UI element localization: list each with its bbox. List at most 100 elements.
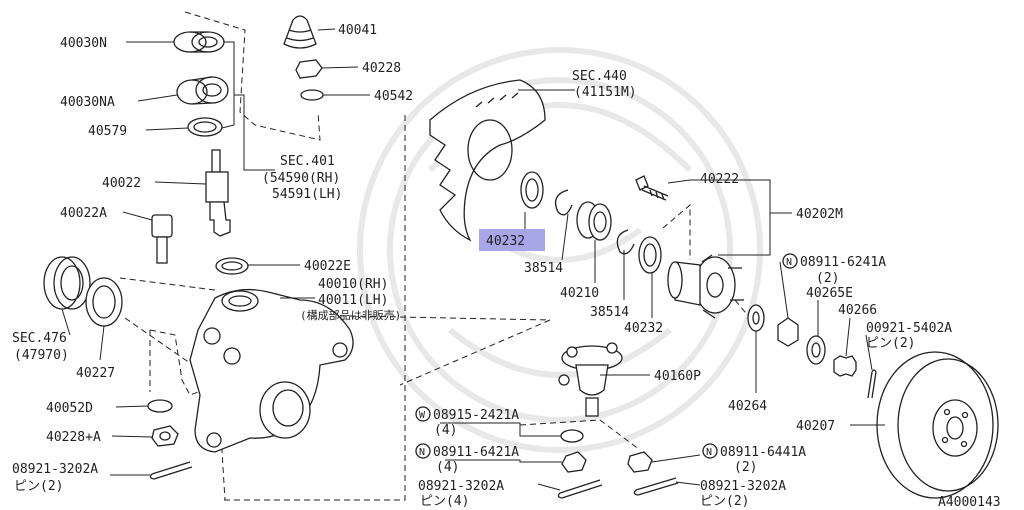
label-pin2-left: ピン(2) <box>14 479 63 494</box>
ball-joint-40160P <box>558 342 623 417</box>
seal-40232-a <box>520 171 544 209</box>
seal-40579 <box>187 117 223 137</box>
label-qty2-a: (2) <box>816 271 839 286</box>
label-40265E[interactable]: 40265E <box>806 286 853 301</box>
label-sec401-lh: 54591(LH) <box>272 187 342 202</box>
snap-ring-38514-a <box>554 189 573 216</box>
mark-n-circle-1 <box>782 253 798 269</box>
label-40579[interactable]: 40579 <box>88 124 127 139</box>
nut-cap-40266 <box>833 355 857 377</box>
label-40232-b[interactable]: 40232 <box>624 321 663 336</box>
label-40266[interactable]: 40266 <box>838 303 877 318</box>
mark-n-circle-3 <box>702 443 718 459</box>
mark-w-circle <box>415 406 431 422</box>
nut-08911-6441A <box>627 451 653 473</box>
mark-w: W <box>419 410 426 421</box>
knuckle-40010 <box>189 288 354 453</box>
label-40052D[interactable]: 40052D <box>46 401 93 416</box>
diagram-code: A4000143 <box>938 495 1001 510</box>
seal-40232-b <box>638 236 662 274</box>
label-sec440[interactable]: SEC.440 <box>572 69 627 84</box>
label-40228A[interactable]: 40228+A <box>46 430 101 445</box>
label-38514-b[interactable]: 38514 <box>590 305 629 320</box>
mark-n-2: N <box>419 447 425 458</box>
label-40542[interactable]: 40542 <box>374 89 413 104</box>
washer-40052D <box>147 399 173 413</box>
cotter-pin-left <box>149 461 193 480</box>
cotter-pin-mid <box>557 479 603 499</box>
mark-n-1: N <box>786 257 792 268</box>
label-40022E[interactable]: 40022E <box>304 259 351 274</box>
label-qty2-b: (2) <box>734 460 757 475</box>
label-pin4: ピン(4) <box>420 494 469 509</box>
cotter-pin-right <box>633 477 679 496</box>
assembly-outlines <box>119 11 761 501</box>
seal-40227 <box>85 277 123 327</box>
splash-shield-sec440 <box>429 79 546 242</box>
label-08921-3202A-left[interactable]: 08921-3202A <box>12 462 98 477</box>
rotor-40207 <box>876 351 999 499</box>
label-40030N[interactable]: 40030N <box>60 36 107 51</box>
washer-40022E <box>215 257 249 275</box>
label-08921-3202A-right[interactable]: 08921-3202A <box>700 479 786 494</box>
label-qty4-b: (4) <box>436 460 459 475</box>
watermark-logo <box>357 47 763 453</box>
label-40160P[interactable]: 40160P <box>654 369 701 384</box>
washer-40265E <box>806 335 826 365</box>
pin-40022A <box>151 214 173 264</box>
label-40227[interactable]: 40227 <box>76 366 115 381</box>
washer-40264 <box>747 304 765 332</box>
washer-08915-2421A <box>560 429 584 443</box>
part-labels: 40030N 40030NA 40579 40022 40022A SEC.47… <box>12 23 1001 510</box>
label-40022[interactable]: 40022 <box>102 176 141 191</box>
mark-n-circle-2 <box>415 443 431 459</box>
nut-08911-6421A <box>561 451 587 473</box>
label-pin2-a: ピン(2) <box>866 336 915 351</box>
label-40202M[interactable]: 40202M <box>796 207 843 222</box>
bolt-40222 <box>635 175 669 201</box>
label-08911-6441A[interactable]: 08911-6441A <box>720 445 806 460</box>
leader-lines <box>61 28 885 491</box>
label-08911-6241A[interactable]: 08911-6241A <box>800 255 886 270</box>
highlight-box-40232 <box>479 229 545 251</box>
label-not-sold: (構成部品は非販売) <box>300 308 401 322</box>
label-40210[interactable]: 40210 <box>560 286 599 301</box>
nut-40228 <box>295 59 323 79</box>
label-08911-6421A[interactable]: 08911-6421A <box>433 445 519 460</box>
label-00921-5402A[interactable]: 00921-5402A <box>866 321 952 336</box>
label-qty4-a: (4) <box>434 423 457 438</box>
cotter-pin-00921-5402A <box>867 369 877 399</box>
label-40022A[interactable]: 40022A <box>60 206 107 221</box>
kingpin-40022 <box>205 149 231 237</box>
label-40207[interactable]: 40207 <box>796 419 835 434</box>
label-40030NA[interactable]: 40030NA <box>60 95 115 110</box>
bearing-40210 <box>576 201 612 241</box>
hub-40202M <box>667 254 744 319</box>
label-sec401[interactable]: SEC.401 <box>280 154 335 169</box>
label-sec401-rh: (54590(RH) <box>262 171 340 186</box>
label-40010[interactable]: 40010(RH) <box>318 277 388 292</box>
label-sec476[interactable]: SEC.476 <box>12 331 67 346</box>
label-sec476-ref: (47970) <box>14 348 69 363</box>
mark-n-3: N <box>706 447 712 458</box>
label-pin2-b: ピン(2) <box>700 494 749 509</box>
label-40041[interactable]: 40041 <box>338 23 377 38</box>
bearing-40030NA <box>176 76 229 105</box>
label-40222[interactable]: 40222 <box>700 172 739 187</box>
washer-40542 <box>300 89 324 101</box>
label-40011[interactable]: 40011(LH) <box>318 293 388 308</box>
snap-ring-38514-b <box>616 229 635 255</box>
label-40228[interactable]: 40228 <box>362 61 401 76</box>
boot-40041 <box>283 15 317 49</box>
bearing-40030N <box>173 31 225 53</box>
nut-40228A <box>151 425 179 447</box>
label-sec440-ref: (41151M) <box>574 85 637 100</box>
label-40264[interactable]: 40264 <box>728 399 767 414</box>
label-08915-2421A[interactable]: 08915-2421A <box>433 408 519 423</box>
nut-08911-6241A <box>777 317 799 347</box>
label-38514-a[interactable]: 38514 <box>524 261 563 276</box>
bearing-sec476 <box>43 256 91 310</box>
label-40232-highlighted[interactable]: 40232 <box>486 234 525 249</box>
label-08921-3202A-mid[interactable]: 08921-3202A <box>418 479 504 494</box>
